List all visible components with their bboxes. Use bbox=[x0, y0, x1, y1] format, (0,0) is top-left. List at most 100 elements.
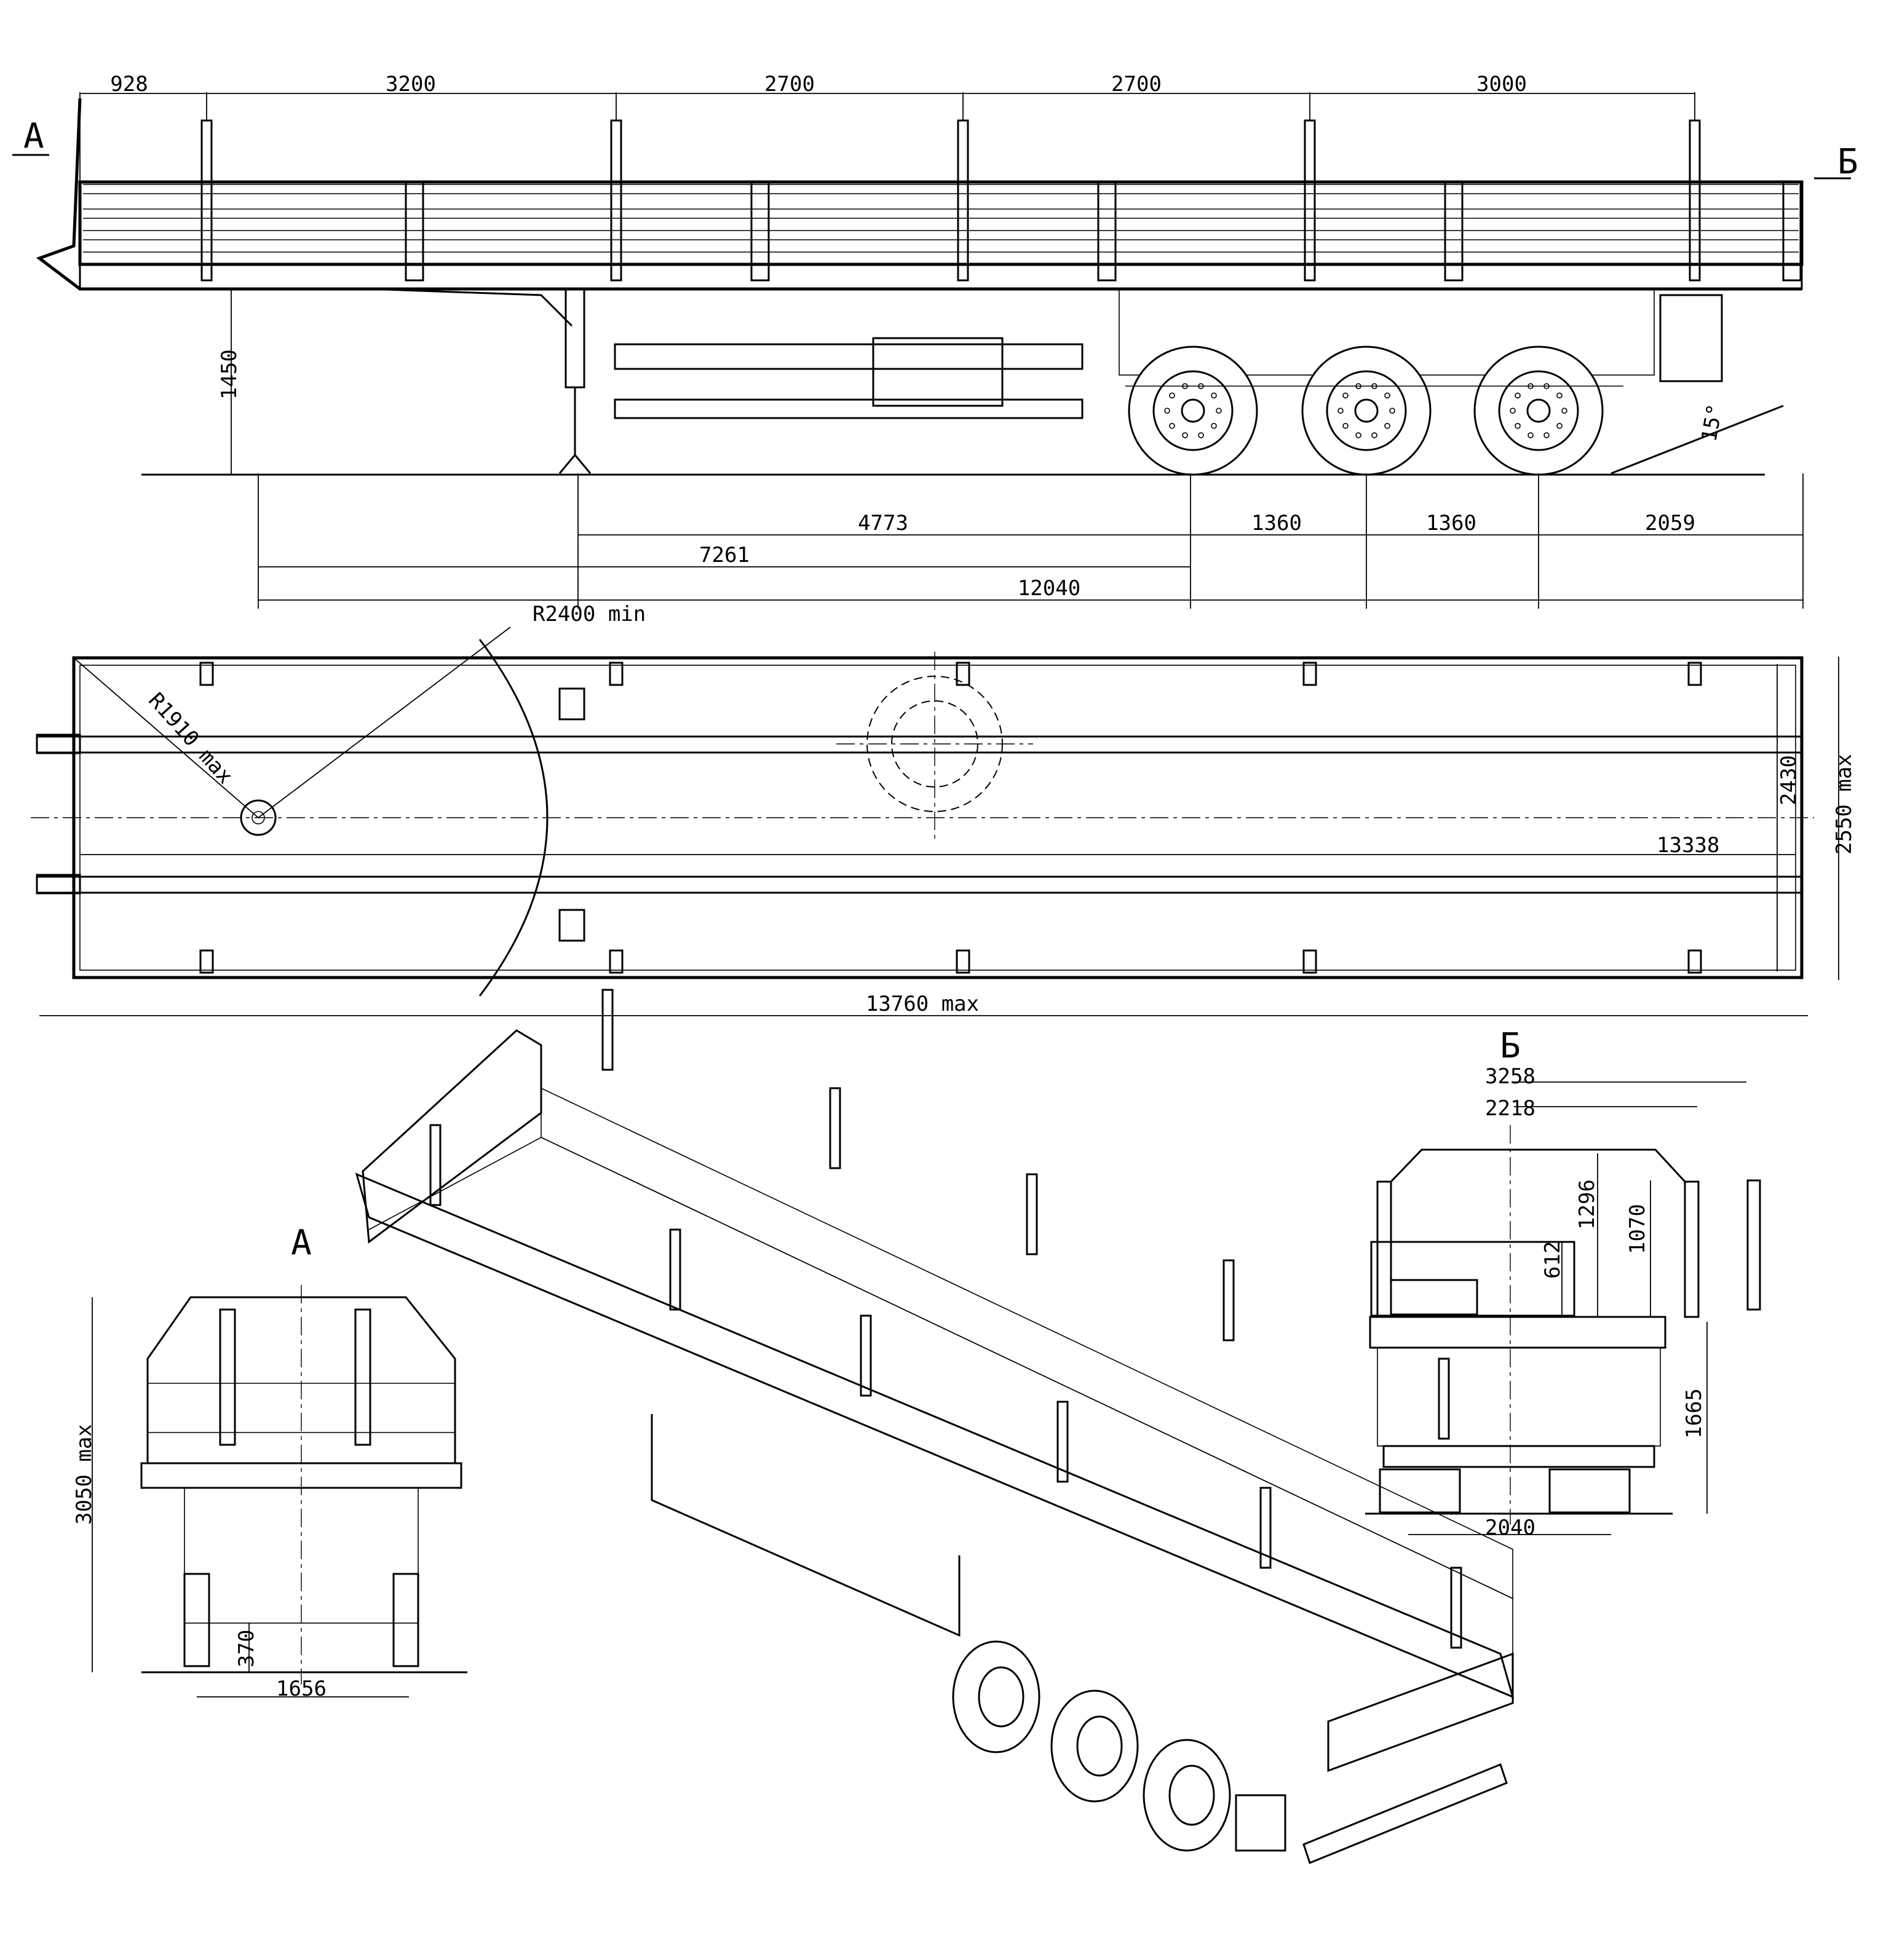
mudflap-right bbox=[1548, 1468, 1631, 1514]
front-stake bbox=[354, 1308, 371, 1446]
board-post bbox=[750, 181, 770, 282]
inner-length-label: 13338 bbox=[1657, 833, 1719, 858]
iso-stake-left bbox=[1259, 1487, 1272, 1569]
inner-width-label: 2430 bbox=[1777, 755, 1801, 805]
lug bbox=[1198, 432, 1204, 438]
stake bbox=[957, 119, 969, 282]
iso-stake-left bbox=[669, 1228, 681, 1311]
iso-left-side bbox=[355, 1172, 1515, 1699]
overall-length-label: 13760 max bbox=[866, 992, 979, 1016]
iso-wheel bbox=[952, 1640, 1040, 1753]
departure-angle-label: 15° bbox=[1697, 402, 1727, 443]
board-post bbox=[405, 181, 424, 282]
hub bbox=[1526, 398, 1551, 423]
view-b-title: Б bbox=[1500, 1026, 1521, 1066]
stake-pocket bbox=[1302, 949, 1317, 974]
stake bbox=[1304, 119, 1316, 282]
front-track-label: 1656 bbox=[276, 1677, 327, 1701]
stake-dim-3: 2700 bbox=[764, 72, 815, 97]
lug bbox=[1515, 392, 1521, 399]
spare-wheel-carrier bbox=[872, 337, 1004, 407]
lug bbox=[1510, 408, 1516, 414]
stake-pocket bbox=[956, 949, 970, 974]
isometric-view bbox=[355, 989, 1515, 1864]
stake-height-label: 1070 bbox=[1625, 1204, 1650, 1254]
lug bbox=[1211, 392, 1217, 399]
top-view-body bbox=[31, 626, 1839, 1016]
overall-axle-label: 12040 bbox=[1018, 576, 1080, 601]
wheel bbox=[1473, 346, 1604, 476]
lug bbox=[1216, 408, 1222, 414]
lug bbox=[1342, 392, 1349, 399]
landing-leg-left bbox=[183, 1573, 210, 1667]
side-stake-right bbox=[1746, 1179, 1761, 1311]
stake-pocket bbox=[1687, 949, 1702, 974]
front-bumper bbox=[36, 733, 81, 754]
lug bbox=[1337, 408, 1344, 414]
rear-view-body bbox=[1365, 1081, 1761, 1535]
iso-stake-left bbox=[1056, 1401, 1069, 1483]
stake-pocket bbox=[1687, 662, 1702, 686]
rear-deck-height-label: 1665 bbox=[1682, 1388, 1706, 1439]
lug bbox=[1384, 422, 1390, 429]
iso-wheel bbox=[1143, 1739, 1231, 1852]
iso-bumper bbox=[1302, 1763, 1508, 1864]
landing-gear-axle-label: 7261 bbox=[699, 543, 750, 567]
headboard-height-label: 1296 bbox=[1575, 1179, 1599, 1230]
lug bbox=[1355, 432, 1361, 438]
side-height-label: 612 bbox=[1540, 1241, 1565, 1279]
turn-radius-label: R2400 min bbox=[533, 602, 646, 626]
side-view-body bbox=[36, 92, 1804, 609]
tool-box-bar bbox=[614, 343, 1084, 370]
view-a-marker: А bbox=[23, 116, 44, 156]
rear-track-label: 2040 bbox=[1485, 1515, 1535, 1540]
plate-box bbox=[1390, 1279, 1478, 1316]
lug bbox=[1389, 408, 1395, 414]
rim bbox=[1152, 370, 1234, 451]
frame-beam bbox=[79, 263, 1803, 290]
view-b-marker: Б bbox=[1837, 142, 1858, 182]
lug bbox=[1384, 392, 1390, 399]
mudflap-left bbox=[1379, 1468, 1461, 1514]
wheel bbox=[1301, 346, 1432, 476]
iso-stake-left bbox=[429, 1124, 442, 1206]
stake-pocket bbox=[199, 949, 214, 974]
stake-pocket bbox=[609, 662, 624, 686]
rim bbox=[1326, 370, 1407, 451]
stake-pocket bbox=[956, 662, 970, 686]
rear-stake-left bbox=[1376, 1180, 1392, 1318]
front-bumper bbox=[36, 874, 81, 895]
landing-gear-crank bbox=[558, 909, 585, 942]
tool-box-bar bbox=[614, 398, 1084, 419]
stake-dim-4: 2700 bbox=[1111, 72, 1162, 97]
iso-deck bbox=[368, 1137, 1513, 1654]
iso-stake-left bbox=[860, 1314, 872, 1397]
stake-dim-2: 3200 bbox=[386, 72, 436, 97]
iso-headboard bbox=[362, 1029, 542, 1244]
lug bbox=[1561, 408, 1567, 414]
ground-clearance-label: 370 bbox=[234, 1630, 259, 1667]
iso-stake-right bbox=[601, 989, 614, 1071]
rear-headboard bbox=[1390, 1148, 1686, 1183]
stake-width-label: 3258 bbox=[1485, 1064, 1535, 1089]
iso-rim bbox=[978, 1666, 1024, 1728]
lug bbox=[1515, 422, 1521, 429]
side-view: 928 3200 2700 2700 3000 А Б 1450 4773 13… bbox=[12, 72, 1858, 609]
frame-ramp bbox=[368, 288, 573, 327]
axle-spacing-2-label: 1360 bbox=[1426, 511, 1476, 535]
lug bbox=[1556, 392, 1563, 399]
iso-stake-right bbox=[1222, 1259, 1235, 1342]
rear-chassis bbox=[1377, 1347, 1661, 1447]
lug bbox=[1556, 422, 1563, 429]
rear-view-b: Б 3258 2218 1296 1070 612 1665 2040 bbox=[1365, 1026, 1761, 1540]
lug bbox=[1371, 432, 1377, 438]
axle-spacing-1-label: 1360 bbox=[1251, 511, 1302, 535]
stake-pocket bbox=[1302, 662, 1317, 686]
rear-lights-bracket bbox=[1659, 294, 1723, 382]
stake-dim-5: 3000 bbox=[1476, 72, 1527, 97]
front-radius-label: R1910 max bbox=[143, 688, 237, 789]
lug bbox=[1169, 392, 1175, 399]
iso-wheel bbox=[1050, 1689, 1139, 1803]
iso-stake-right bbox=[1026, 1173, 1038, 1255]
stake bbox=[610, 119, 622, 282]
